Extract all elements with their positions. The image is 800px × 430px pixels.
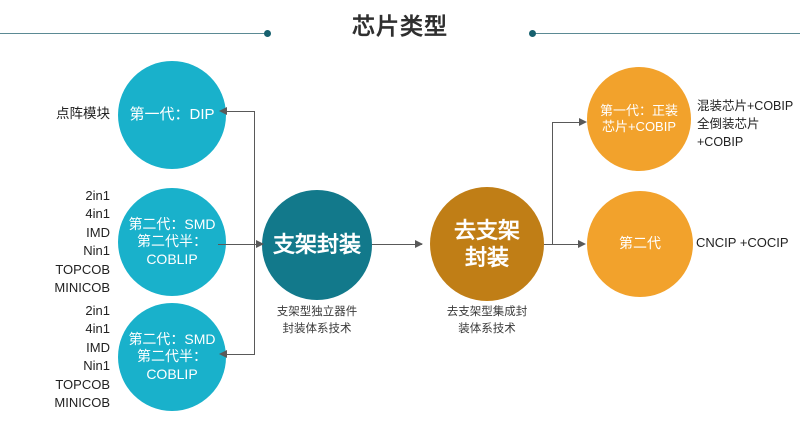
label-right-gen2-types: CNCIP +COCIP xyxy=(696,235,789,250)
caption-bracket-package: 支架型独立器件 封装体系技术 xyxy=(276,304,358,335)
arrowhead-to-right-gen2 xyxy=(578,240,586,248)
page-title: 芯片类型 xyxy=(352,13,448,40)
node-gen1-dip[interactable]: 第一代：DIP xyxy=(118,61,226,169)
connector-left-branch-top xyxy=(225,111,255,112)
connector-left-branch-bot xyxy=(225,354,255,355)
arrowhead-to-right-gen1 xyxy=(579,118,587,126)
label-package-list-a: 2in1 4in1 IMD Nin1 TOPCOB MINICOB xyxy=(54,188,110,296)
label-dot-matrix-module: 点阵模块 xyxy=(56,106,110,121)
header-rule-right xyxy=(533,33,800,34)
node-debracket-package[interactable]: 去支架 封装 xyxy=(430,187,544,301)
header-dot-right xyxy=(529,30,536,37)
caption-debracket-package: 去支架型集成封 装体系技术 xyxy=(446,304,528,335)
connector-right-stem xyxy=(544,244,582,245)
node-gen2-smd-b[interactable]: 第二代：SMD 第二代半： COBLIP xyxy=(118,303,226,411)
connector-right-branch-top xyxy=(552,122,583,123)
arrowhead-to-debracket xyxy=(415,240,423,248)
connector-bracket-to-debracket xyxy=(372,244,422,245)
node-right-gen1-cobip[interactable]: 第一代：正装 芯片+COBIP xyxy=(587,67,691,171)
arrowhead-to-gen1-dip xyxy=(219,107,227,115)
node-right-gen2[interactable]: 第二代 xyxy=(587,191,693,297)
arrowhead-to-gen2-smd-b xyxy=(219,350,227,358)
arrowhead-to-bracket xyxy=(256,240,264,248)
connector-left-trunk xyxy=(254,111,255,354)
header-rule-left xyxy=(0,33,267,34)
header-dot-left xyxy=(264,30,271,37)
node-gen2-smd-a[interactable]: 第二代：SMD 第二代半： COBLIP xyxy=(118,188,226,296)
node-bracket-package[interactable]: 支架封装 xyxy=(262,190,372,300)
label-package-list-b: 2in1 4in1 IMD Nin1 TOPCOB MINICOB xyxy=(54,303,110,411)
connector-left-branch-mid xyxy=(218,244,263,245)
label-right-gen1-types: 混装芯片+COBIP 全倒装芯片 +COBIP xyxy=(697,99,794,149)
connector-right-trunk xyxy=(552,122,553,244)
